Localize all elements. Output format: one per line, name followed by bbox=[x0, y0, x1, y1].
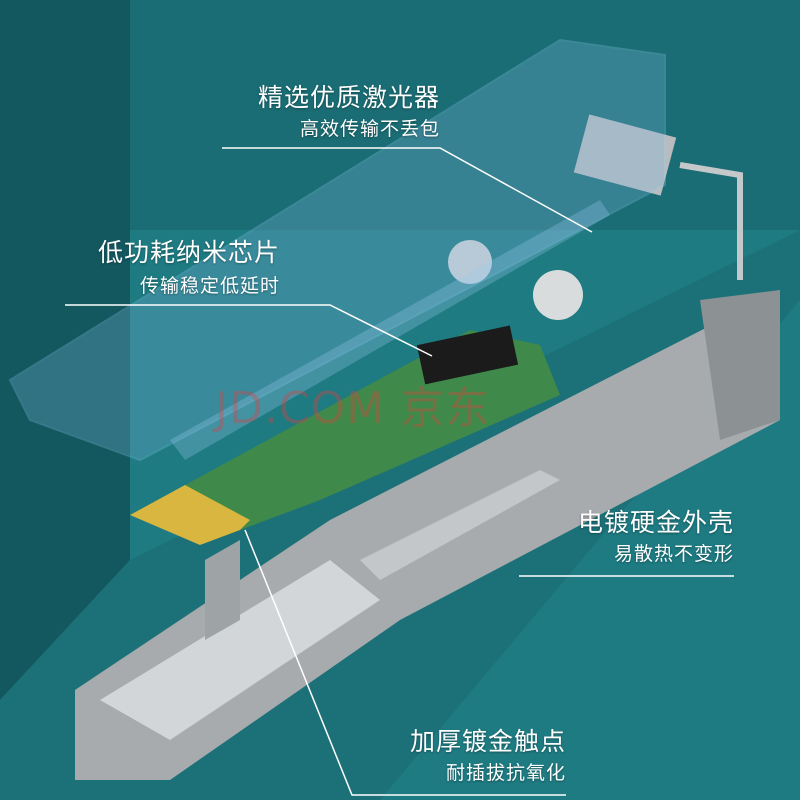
callout-title: 加厚镀金触点 bbox=[409, 727, 566, 756]
callout-laser: 精选优质激光器 高效传输不丢包 bbox=[258, 83, 440, 141]
callout-shell: 电镀硬金外壳 易散热不变形 bbox=[578, 508, 734, 566]
callout-subtitle: 耐插拔抗氧化 bbox=[445, 762, 566, 784]
callout-title: 低功耗纳米芯片 bbox=[97, 238, 280, 267]
callout-subtitle: 易散热不变形 bbox=[613, 543, 734, 565]
callout-title: 电镀硬金外壳 bbox=[577, 508, 734, 537]
gold-contacts bbox=[130, 485, 250, 545]
chip bbox=[416, 325, 519, 385]
cage-inner bbox=[100, 560, 380, 740]
laser-lens-1 bbox=[448, 240, 492, 284]
cage-lip bbox=[360, 470, 560, 580]
left-wall bbox=[0, 0, 130, 700]
transparent-cover bbox=[8, 38, 666, 462]
callout-line-contacts bbox=[244, 529, 566, 796]
laser-lens-2 bbox=[533, 270, 583, 320]
cover-flap bbox=[170, 200, 610, 460]
pcb-board bbox=[130, 330, 560, 530]
laser-housing bbox=[573, 114, 677, 196]
laser-pin bbox=[679, 162, 743, 280]
callout-contacts: 加厚镀金触点 耐插拔抗氧化 bbox=[410, 727, 566, 785]
cage-wall bbox=[205, 540, 240, 640]
callout-subtitle: 高效传输不丢包 bbox=[299, 118, 440, 140]
callout-line-chip bbox=[65, 304, 433, 357]
callout-subtitle: 传输稳定低延时 bbox=[139, 275, 280, 297]
watermark: JD.COM 京东 bbox=[215, 383, 491, 434]
callout-title: 精选优质激光器 bbox=[257, 83, 440, 112]
callout-chip: 低功耗纳米芯片 传输稳定低延时 bbox=[98, 238, 280, 298]
callout-line-laser bbox=[222, 147, 593, 233]
cage-side bbox=[700, 290, 780, 440]
